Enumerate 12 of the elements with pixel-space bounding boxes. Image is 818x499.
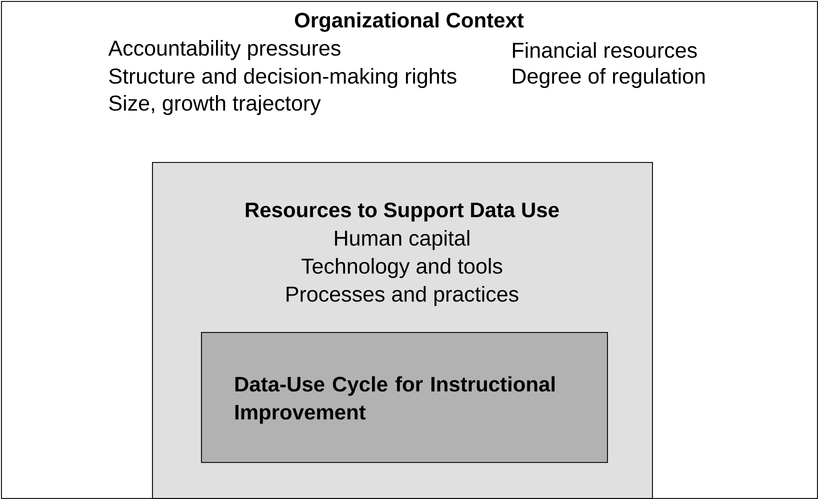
heading: Resources to Support Data Use xyxy=(246,202,559,222)
nested-box xyxy=(201,332,608,463)
heading: Organizational Context xyxy=(294,12,524,32)
list-item: Degree of regulation xyxy=(512,68,705,88)
list-item: Processes and practices xyxy=(286,286,518,306)
heading: Data-Use Cycle for Instructional Improvement xyxy=(235,376,555,424)
list-item: Accountability pressures xyxy=(108,40,340,60)
list-item: Size, growth trajectory xyxy=(109,95,321,116)
list-item: Technology and tools xyxy=(302,258,502,278)
list-item: Financial resources xyxy=(512,42,697,58)
list-item: Human capital xyxy=(335,230,470,250)
list-item: Structure and decision-making rights xyxy=(109,68,456,88)
